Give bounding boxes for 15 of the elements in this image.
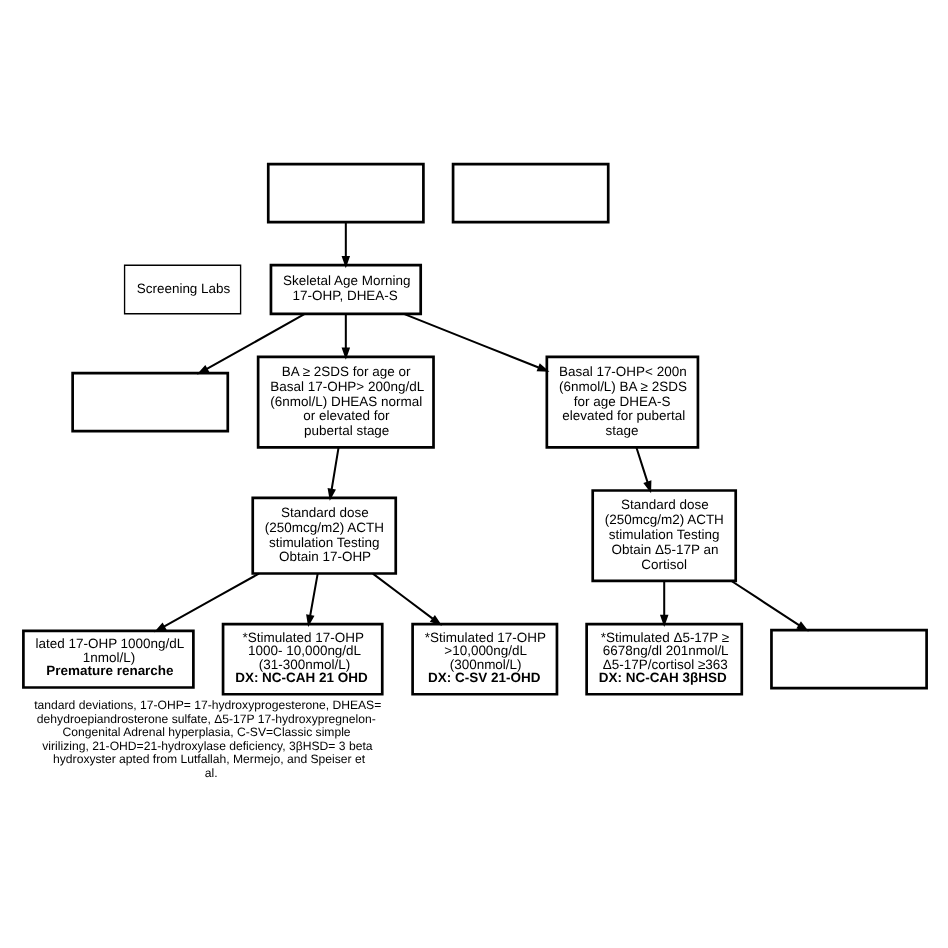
node-box xyxy=(769,627,927,689)
arrow xyxy=(729,579,808,631)
node-box xyxy=(70,370,229,432)
node-box xyxy=(265,161,424,223)
arrow xyxy=(658,580,668,626)
arrow xyxy=(153,571,259,632)
arrow xyxy=(634,446,651,493)
arrow xyxy=(371,571,442,625)
arrow xyxy=(305,572,318,627)
node-box xyxy=(450,161,609,223)
arrow xyxy=(326,446,339,500)
arrow xyxy=(402,311,549,371)
arrow xyxy=(340,221,350,268)
arrow xyxy=(340,313,350,359)
arrow xyxy=(195,312,305,374)
